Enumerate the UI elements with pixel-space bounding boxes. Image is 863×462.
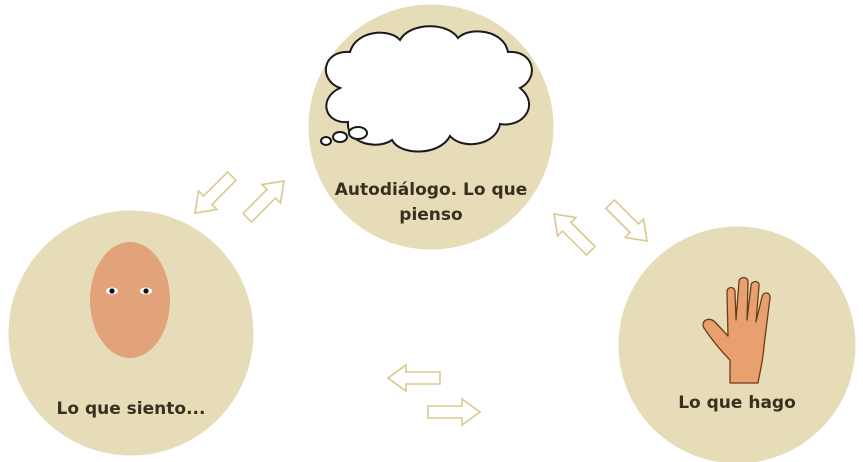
feel-node: Lo que siento...	[5, 207, 257, 459]
think-node: Autodiálogo. Lo que pienso	[305, 1, 557, 253]
hand-icon	[702, 276, 771, 384]
feel-label: Lo que siento...	[57, 399, 206, 419]
do-label: Lo que hago	[678, 393, 796, 413]
think-label-line2: pienso	[399, 205, 462, 225]
do-node: Lo que hago	[615, 223, 859, 462]
face-icon	[90, 242, 170, 358]
double-arrow-icon	[185, 166, 294, 228]
think-label-line1: Autodiálogo. Lo que	[335, 180, 528, 200]
thought-cloud-icon	[320, 25, 533, 153]
double-arrow-icon	[387, 364, 481, 426]
double-arrow-icon	[544, 194, 657, 261]
